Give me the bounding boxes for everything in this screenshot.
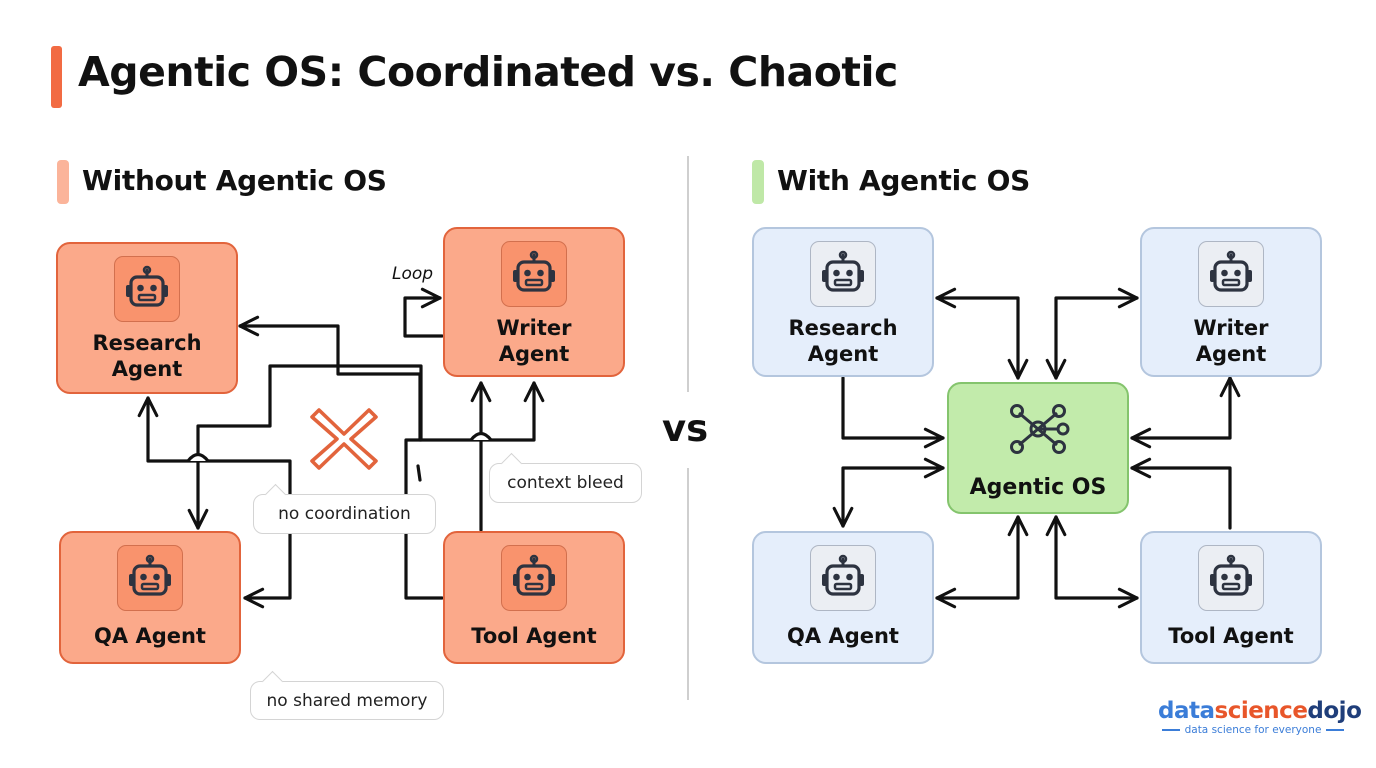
- tagline-rule: [1326, 729, 1345, 731]
- coord-line-tool-to-hub: [1130, 457, 1232, 530]
- agent-label: Writer Agent: [1193, 316, 1269, 366]
- vs-label: vs: [662, 407, 709, 450]
- coord-line-tool-hub: [1045, 515, 1139, 609]
- callout-text: context bleed: [507, 473, 624, 493]
- agent-label: QA Agent: [787, 624, 899, 648]
- without-section-heading: Without Agentic OS: [82, 164, 387, 197]
- agent-label: Tool Agent: [471, 624, 597, 648]
- robot-icon: [810, 241, 876, 307]
- coord-tool-agent: Tool Agent: [1140, 531, 1322, 664]
- agent-label: Writer Agent: [496, 316, 572, 366]
- without-section-marker: [57, 160, 69, 204]
- with-section-heading: With Agentic OS: [777, 164, 1030, 197]
- tagline-rule: [1162, 729, 1180, 731]
- logo-text-dojo: dojo: [1307, 698, 1362, 724]
- hub-label: Agentic OS: [969, 475, 1107, 500]
- chaos-line-research-to-qa: [137, 396, 292, 609]
- brand-tagline: data science for everyone: [1162, 724, 1345, 736]
- chaos-research-agent: Research Agent: [56, 242, 238, 394]
- robot-icon: [117, 545, 183, 611]
- robot-icon: [1198, 545, 1264, 611]
- coord-qa-agent: QA Agent: [752, 531, 934, 664]
- coord-line-writer-hub: [1045, 287, 1139, 380]
- chaos-line-to-qa: [187, 364, 423, 530]
- coord-line-research-hub: [935, 287, 1029, 380]
- coord-line-qa-hub: [935, 515, 1029, 609]
- callout-context-bleed: context bleed: [489, 452, 642, 503]
- robot-icon: [810, 545, 876, 611]
- divider-bottom: [687, 468, 689, 700]
- divider-top: [687, 156, 689, 392]
- callout-text: no shared memory: [266, 690, 428, 711]
- agent-label: Research Agent: [788, 316, 898, 366]
- callout-no-coordination: no coordination: [253, 483, 436, 534]
- chaos-writer-agent: Writer Agent: [443, 227, 625, 377]
- robot-icon: [501, 545, 567, 611]
- logo-text-data: data: [1158, 698, 1215, 724]
- page-title: Agentic OS: Coordinated vs. Chaotic: [78, 48, 898, 96]
- robot-icon: [114, 256, 180, 322]
- callout-text: no coordination: [278, 504, 411, 524]
- robot-icon: [1198, 241, 1264, 307]
- agent-label: Tool Agent: [1168, 624, 1294, 648]
- agentic-os-hub: Agentic OS: [947, 382, 1129, 514]
- logo-text-sc: sc: [1214, 698, 1242, 724]
- coord-line-hub-writer: [1130, 376, 1241, 449]
- chaos-tool-agent: Tool Agent: [443, 531, 625, 664]
- chaos-qa-agent: QA Agent: [59, 531, 241, 664]
- coord-research-agent: Research Agent: [752, 227, 934, 377]
- title-accent-bar: [51, 46, 62, 108]
- coord-writer-agent: Writer Agent: [1140, 227, 1322, 377]
- coord-line-research-to-hub: [841, 376, 945, 449]
- logo-text-ience: ience: [1240, 698, 1308, 724]
- network-hub-icon: [1005, 396, 1071, 462]
- coord-line-hub-qa: [832, 457, 945, 528]
- brand-logo: datasciencedojo: [1158, 698, 1362, 724]
- tagline-text: data science for everyone: [1184, 724, 1322, 736]
- agent-label: QA Agent: [94, 624, 206, 648]
- chaos-line-loop: [403, 287, 444, 338]
- with-section-marker: [752, 160, 764, 204]
- loop-label: Loop: [392, 264, 434, 284]
- callout-no-shared-memory: no shared memory: [250, 670, 444, 720]
- chaos-line-stub: [416, 464, 422, 482]
- x-mark-icon: [307, 404, 381, 478]
- chaos-line-hop: [469, 431, 493, 442]
- robot-icon: [501, 241, 567, 307]
- chaos-line-tool-to-writer-b: [404, 381, 545, 600]
- chaos-line-hop: [186, 452, 210, 463]
- agent-label: Research Agent: [92, 331, 202, 381]
